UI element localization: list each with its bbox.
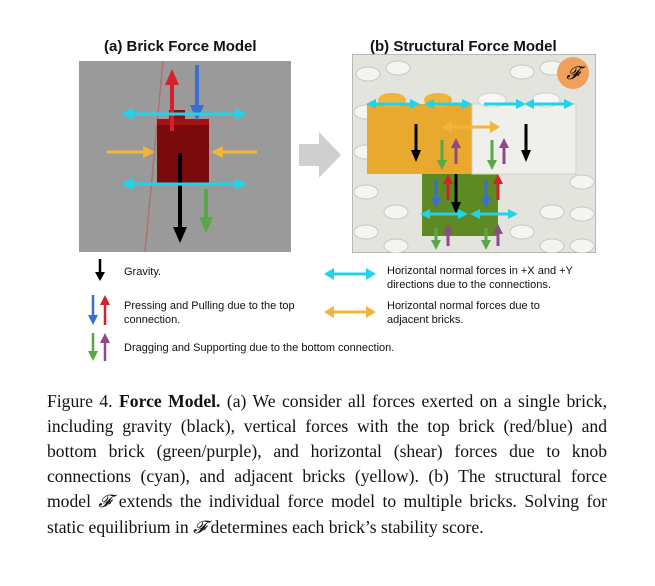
caption-symbol-2: 𝓕 bbox=[193, 518, 207, 538]
pressing-legend-line1: Pressing and Pulling due to the top bbox=[124, 300, 295, 312]
structural-model-badge: 𝓕 bbox=[557, 57, 589, 89]
cyan-arrow-top bbox=[121, 108, 247, 120]
caption-symbol: 𝓕 bbox=[98, 492, 112, 512]
adjacent-legend-line2: adjacent bricks. bbox=[387, 314, 464, 326]
gravity-legend-icon bbox=[95, 259, 105, 281]
dragging-legend-label: Dragging and Supporting due to the botto… bbox=[124, 342, 395, 354]
caption-label: Figure 4. bbox=[47, 391, 113, 411]
transition-arrow-icon bbox=[299, 132, 341, 178]
yellow-adjacent-arrow bbox=[442, 121, 500, 133]
caption-part3: determines each brick’s stability score. bbox=[210, 517, 484, 537]
panel-a-title: (a) Brick Force Model bbox=[104, 38, 257, 55]
horizontal-normal-legend-label: Horizontal normal forces in +X and +Y di… bbox=[387, 264, 573, 292]
cyan-arrows-bottom bbox=[420, 209, 518, 219]
pressing-pulling-legend-icon bbox=[88, 295, 110, 325]
brick-force-model-figure bbox=[79, 61, 291, 252]
pressing-pulling-legend-label: Pressing and Pulling due to the top conn… bbox=[124, 299, 295, 327]
dragging-supporting-legend-icon bbox=[88, 333, 110, 361]
gravity-arrows bbox=[411, 124, 531, 214]
tilt-line bbox=[144, 61, 164, 252]
caption-lead: Force Model. bbox=[119, 391, 221, 411]
caption-part1: (a) We consider all forces exerted on a … bbox=[47, 391, 607, 511]
pulling-arrow bbox=[165, 69, 179, 131]
gravity-arrow bbox=[173, 153, 187, 243]
yellow-arrow-left bbox=[107, 146, 155, 158]
yellow-brick bbox=[367, 93, 479, 174]
adjacent-normal-legend-label: Horizontal normal forces due to adjacent… bbox=[387, 299, 540, 327]
yellow-arrow-right bbox=[211, 146, 257, 158]
structural-force-model-figure: 𝓕 bbox=[352, 54, 596, 253]
adjacent-legend-line1: Horizontal normal forces due to bbox=[387, 300, 540, 312]
adjacent-normal-legend-icon bbox=[324, 306, 376, 318]
cyan-arrow-bottom bbox=[121, 178, 247, 190]
pressing-legend-line2: connection. bbox=[124, 314, 181, 326]
cyan-arrows-top bbox=[366, 99, 574, 109]
figure-caption: Figure 4. Force Model. (a) We consider a… bbox=[47, 389, 607, 541]
horizontal-legend-line1: Horizontal normal forces in +X and +Y bbox=[387, 265, 573, 277]
red-brick bbox=[157, 110, 209, 185]
bottom-vertical-arrows bbox=[431, 224, 503, 250]
dragging-arrow bbox=[199, 189, 213, 233]
horizontal-legend-line2: directions due to the connections. bbox=[387, 279, 551, 291]
caption-part2: extends the individual force model to mu… bbox=[47, 491, 608, 537]
horizontal-normal-legend-icon bbox=[324, 268, 376, 280]
vertical-force-arrows bbox=[431, 138, 509, 208]
gravity-legend-label: Gravity. bbox=[124, 266, 162, 278]
panel-b-title: (b) Structural Force Model bbox=[370, 38, 557, 55]
